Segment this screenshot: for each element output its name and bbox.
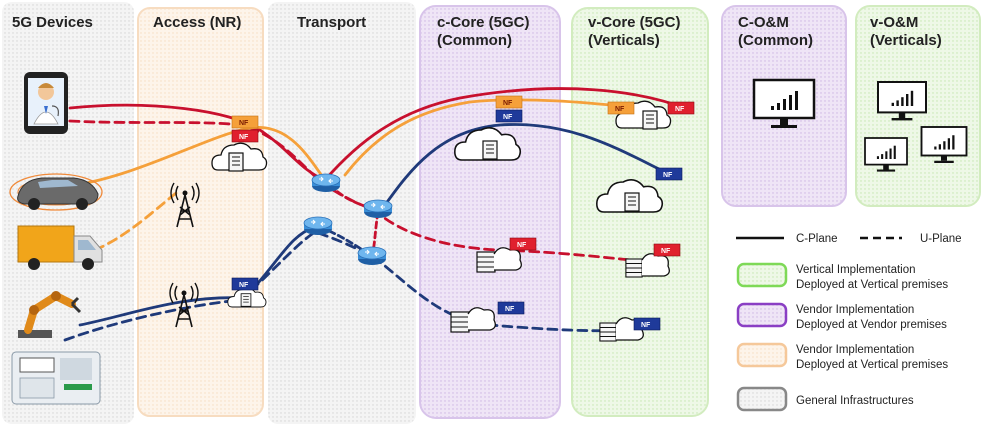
router-icon [311,173,341,193]
legend-vendor-line2: Deployed at Vendor premises [796,319,947,331]
doctor-phone-icon [24,72,68,134]
svg-text:NF: NF [663,172,673,179]
legend-vendor-vertical-line2: Deployed at Vertical premises [796,359,948,371]
legend-general-label: General Infrastructures [796,395,914,407]
truck-icon [17,225,103,270]
v-oam-monitor-icon [920,126,968,164]
header-c-oam-line2: (Common) [738,32,813,49]
nf-tag: NF [655,167,683,181]
connected-car-icon [9,173,103,211]
svg-text:NF: NF [239,120,249,127]
svg-text:NF: NF [517,242,527,249]
legend-u-plane-label: U-Plane [920,233,962,245]
legend-vertical-line1: Vertical Implementation [796,264,916,276]
v-oam-monitor-icon [864,137,908,173]
nf-tag: NF [633,317,661,331]
nf-tag: NF [497,301,525,315]
legend-vendor-vertical-swatch [736,342,788,368]
legend-vendor-swatch [736,302,788,328]
navy-u-plane-line [63,230,632,342]
nf-tag: NF [607,101,635,115]
nf-tag: NF [231,115,259,129]
header-c-core-line2: (Common) [437,32,512,49]
nf-tag: NF [653,243,681,257]
header-v-core-line1: v-Core (5GC) [588,14,681,31]
header-v-core-line2: (Verticals) [588,32,660,49]
svg-text:NF: NF [615,106,625,113]
v-core-edge-icon [625,253,670,278]
svg-text:NF: NF [239,282,249,289]
legend-vendor-vertical-line1: Vendor Implementation [796,344,914,356]
svg-text:NF: NF [641,322,651,329]
header-v-oam-line2: (Verticals) [870,32,942,49]
transport-column [268,2,416,424]
header-c-oam-line1: C-O&M [738,14,789,31]
nf-tag: NF [495,95,523,109]
legend: C-Plane U-Plane Vertical Implementation … [736,233,962,412]
c-core-edge-icon [476,247,522,273]
nf-tag: NF [231,277,259,291]
router-icon [303,216,333,236]
orange-c-plane-line [73,98,642,187]
nf-tag: NF [231,129,259,143]
svg-text:NF: NF [503,100,513,107]
access-column [137,7,264,417]
header-c-core-line1: c-Core (5GC) [437,14,530,31]
svg-text:NF: NF [661,248,671,255]
c-core-column [419,5,561,419]
legend-vertical-line2: Deployed at Vertical premises [796,279,948,291]
svg-text:NF: NF [503,114,513,121]
c-core-edge-icon [450,307,496,333]
svg-text:NF: NF [505,306,515,313]
nf-tag: NF [667,101,695,115]
v-oam-monitor-icon [876,80,928,122]
medical-device-icon [11,351,101,405]
nf-tag: NF [495,109,523,123]
robot-arm-icon [18,291,82,338]
router-icon [357,246,387,266]
router-icon [363,199,393,219]
legend-vendor-line1: Vendor Implementation [796,304,914,316]
legend-vertical-swatch [736,262,788,288]
red-c-plane-line [68,87,692,182]
legend-general-swatch [736,386,788,412]
header-devices: 5G Devices [12,14,93,31]
svg-text:NF: NF [675,106,685,113]
svg-text:NF: NF [239,134,249,141]
header-transport: Transport [297,14,366,31]
orange-u-plane-line [93,188,182,252]
nf-tag: NF [509,237,537,251]
header-v-oam-line1: v-O&M [870,14,918,31]
header-access: Access (NR) [153,14,241,31]
legend-c-plane-label: C-Plane [796,233,838,245]
